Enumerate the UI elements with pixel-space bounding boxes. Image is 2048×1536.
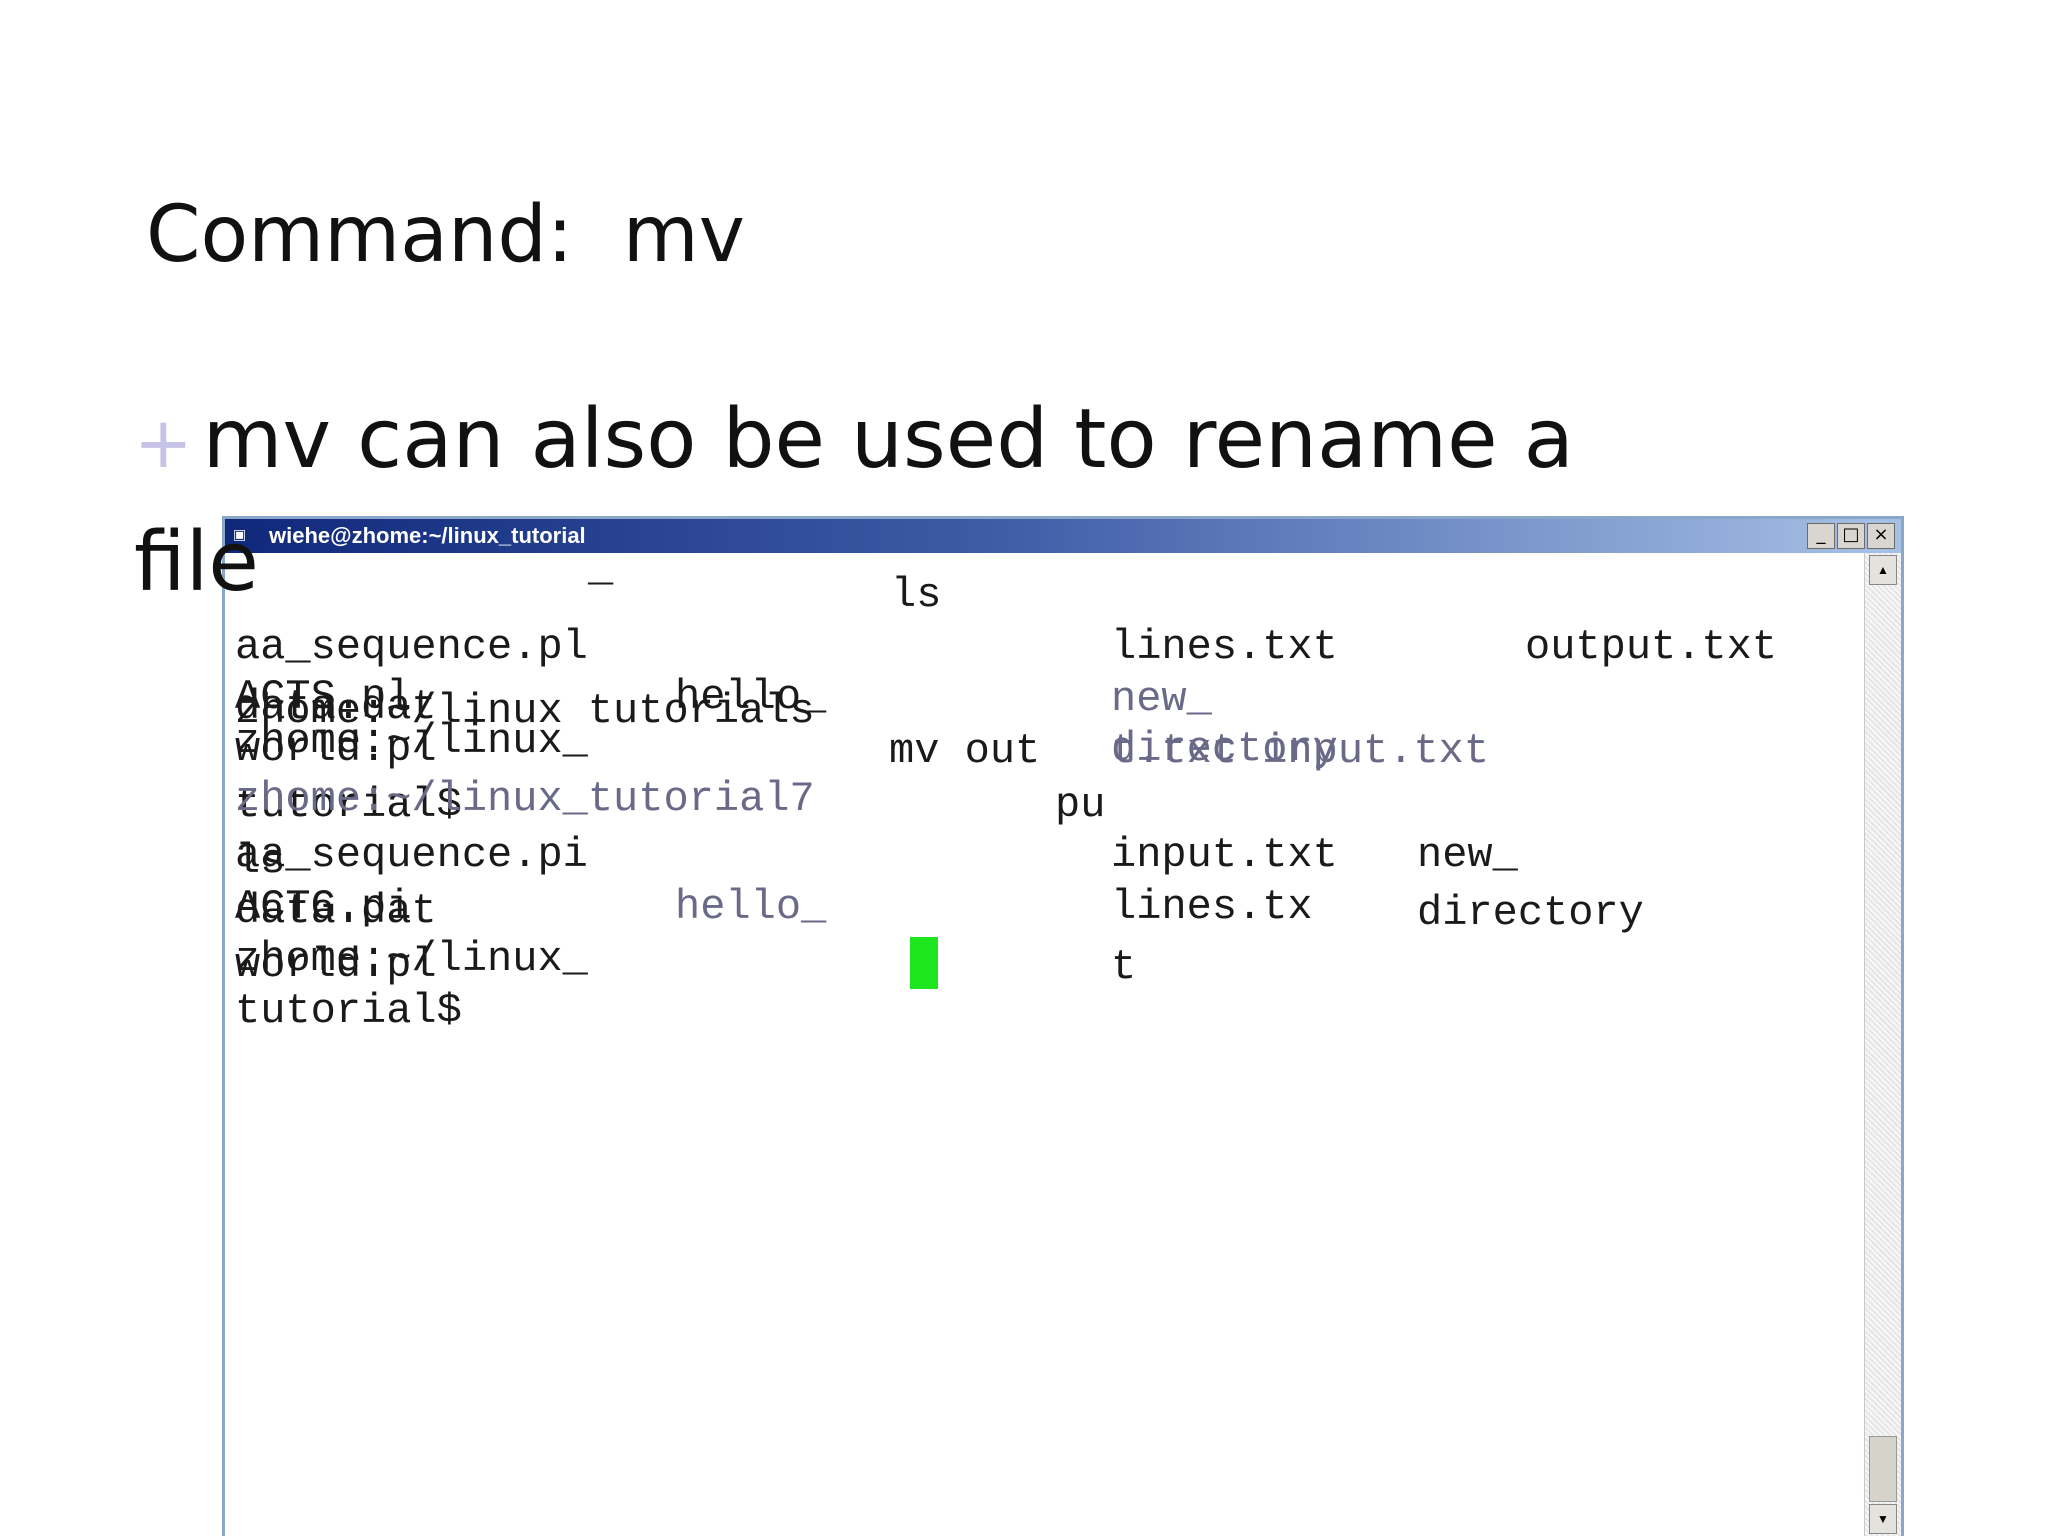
terminal-text: lines.tx <box>1111 883 1313 931</box>
terminal-window[interactable]: ▣ wiehe@zhome:~/linux_tutorial _ □ × ▲ ▼… <box>222 516 1904 1536</box>
terminal-text: hello_ <box>675 883 827 931</box>
slide-title: Command: mv <box>146 190 745 280</box>
terminal-text: t.txt input.txt <box>1111 727 1490 775</box>
bullet-text: mv can also be used to rename a file <box>134 392 1574 610</box>
terminal-icon: ▣ <box>233 526 247 542</box>
terminal-text: tutorial$ <box>235 781 462 829</box>
terminal-text: hello_ <box>675 673 827 721</box>
terminal-text: ACTS.pl <box>235 673 412 721</box>
bullet-plus-icon: + <box>134 402 193 484</box>
close-button[interactable]: × <box>1867 523 1895 549</box>
terminal-text: directory <box>1111 725 1338 773</box>
terminal-text: zhome:~/linux_ <box>235 717 588 765</box>
scroll-thumb[interactable] <box>1869 1436 1897 1502</box>
terminal-text: aa_sequence.pl <box>235 623 588 671</box>
bullet-point: +mv can also be used to rename a file <box>134 380 1634 623</box>
terminal-cursor <box>910 937 938 989</box>
vertical-scrollbar[interactable]: ▲ ▼ <box>1864 553 1901 1536</box>
terminal-text: data.dat <box>235 683 437 731</box>
minimize-button[interactable]: _ <box>1807 523 1835 549</box>
terminal-text: ls <box>235 837 286 885</box>
terminal-text: output.txt <box>1525 623 1778 671</box>
terminal-text: ACTG.pi <box>235 883 412 931</box>
maximize-button[interactable]: □ <box>1837 523 1865 549</box>
terminal-text: zhome:~/linux_ <box>235 935 588 983</box>
window-title: wiehe@zhome:~/linux_tutorial <box>269 523 586 548</box>
scroll-up-icon[interactable]: ▲ <box>1869 555 1897 585</box>
terminal-text: mv out <box>889 727 1041 775</box>
terminal-text: data.dat <box>235 887 437 935</box>
terminal-text: _ <box>588 545 614 593</box>
scroll-down-icon[interactable]: ▼ <box>1869 1504 1897 1534</box>
terminal-text: world.pl <box>235 725 437 773</box>
terminal-prompt: tutorial$ <box>235 987 462 1035</box>
terminal-text: new_ <box>1111 675 1212 723</box>
window-controls: _ □ × <box>1807 523 1895 549</box>
terminal-text: pu <box>1055 781 1106 829</box>
terminal-text: new_ <box>1417 831 1518 879</box>
terminal-text: lines.txt <box>1111 623 1338 671</box>
terminal-titlebar[interactable]: ▣ wiehe@zhome:~/linux_tutorial _ □ × <box>225 519 1901 553</box>
terminal-text: zhome:~/linux_tutorial7 <box>235 775 815 823</box>
terminal-text: t <box>1111 943 1137 991</box>
terminal-text: ls <box>891 571 942 619</box>
terminal-text: input.txt <box>1111 831 1338 879</box>
terminal-text: zhome:~/linux tutorials <box>235 687 815 735</box>
terminal-text: directory <box>1417 889 1644 937</box>
terminal-text: aa_sequence.pi <box>235 831 588 879</box>
terminal-text: world.pl <box>235 941 437 989</box>
